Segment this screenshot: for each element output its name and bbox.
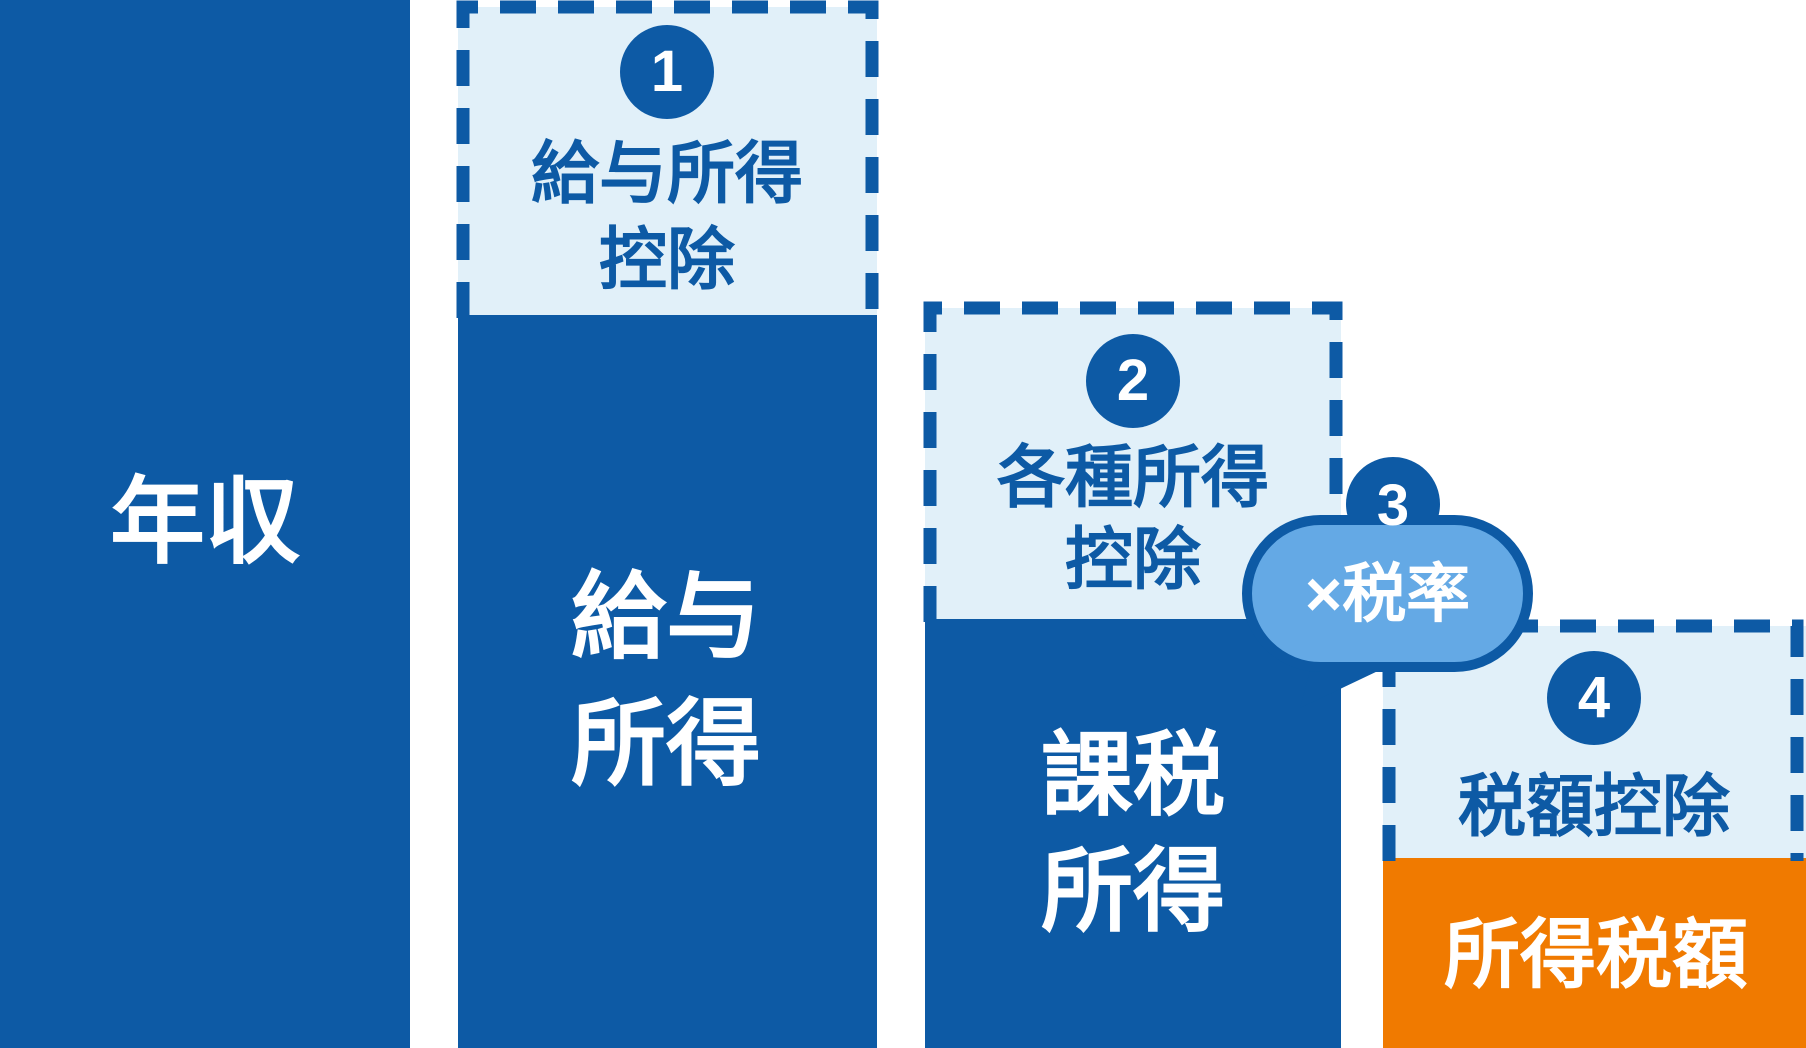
- step-4-badge: 4: [1547, 651, 1641, 745]
- taxable-income-bar: [925, 619, 1341, 1048]
- various-income-deduction-label-line2: 控除: [1064, 522, 1202, 598]
- step-2-badge: 2: [1086, 334, 1180, 428]
- employment-income-label-line2: 所得: [570, 691, 762, 798]
- tax-rate-label: ×税率: [1304, 557, 1471, 630]
- annual-income-bar: [0, 0, 410, 1048]
- taxable-income-label-line2: 所得: [1040, 841, 1226, 943]
- tax-rate-bubble: ×税率: [1242, 515, 1533, 672]
- employment-income-deduction-label-line1: 給与所得: [530, 136, 804, 212]
- taxable-income-label-line1: 課税: [1040, 725, 1226, 827]
- income-tax-amount-label: 所得税額: [1444, 913, 1748, 998]
- tax-credit-label: 税額控除: [1457, 769, 1731, 845]
- step-3-badge-digit: 3: [1376, 473, 1410, 538]
- annual-income-label: 年収: [109, 469, 301, 576]
- income-tax-amount-bar: [1383, 858, 1806, 1048]
- employment-income-label-line1: 給与: [570, 564, 762, 671]
- various-income-deduction-label-line1: 各種所得: [996, 440, 1270, 516]
- employment-income-deduction-label-line2: 控除: [598, 222, 736, 298]
- step-1-badge: 1: [620, 25, 714, 119]
- employment-income-bar: [458, 315, 877, 1048]
